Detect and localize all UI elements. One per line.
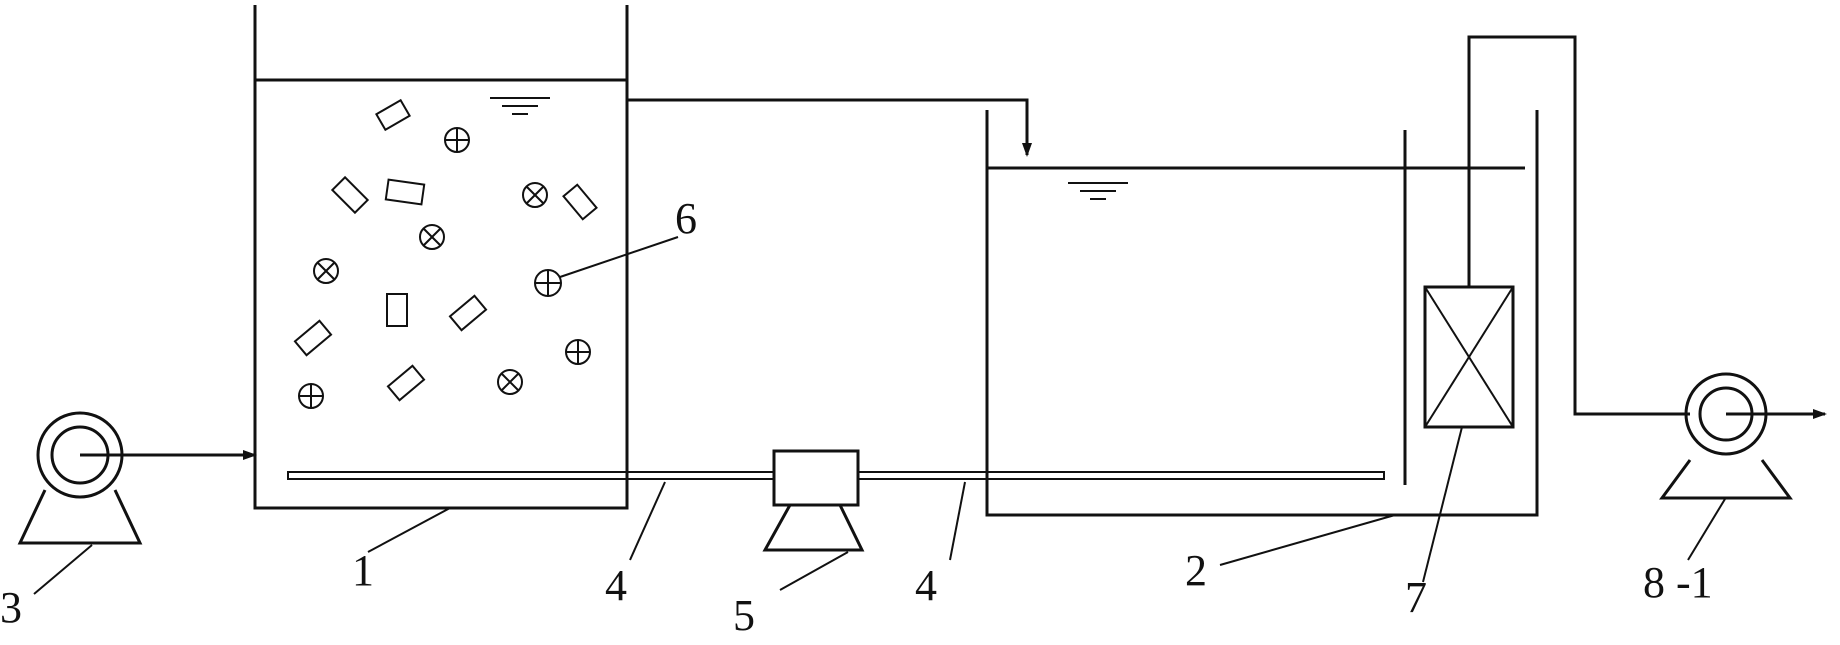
tank-1: [253, 5, 629, 510]
leader-lines: [33, 236, 1726, 595]
label-tank-1: 1: [352, 546, 374, 595]
carrier-media: [293, 98, 598, 402]
blower-5: [762, 449, 865, 552]
labels: 1 2 3 4 4 5 6 7 8 -1: [0, 194, 1713, 640]
tank-2: [985, 110, 1539, 517]
label-membrane-7: 7: [1405, 573, 1427, 622]
media-6-ball: [534, 269, 562, 297]
suspended-media-balls: [298, 127, 591, 409]
aeration-pipe: [287, 471, 1385, 480]
label-media-6: 6: [675, 194, 697, 243]
water-level-symbol-tank-2: [1068, 182, 1128, 200]
transfer-pipe: [627, 98, 1032, 157]
label-blower-5: 5: [733, 591, 755, 640]
label-pipe-4a: 4: [605, 561, 627, 610]
label-tank-2: 2: [1185, 546, 1207, 595]
label-pump-8-1: 8 -1: [1643, 558, 1713, 607]
membrane-module: [1423, 285, 1515, 429]
label-pump-3: 3: [0, 583, 22, 632]
effluent-pipe: [1467, 35, 1690, 416]
water-level-symbol-tank-1: [490, 97, 550, 115]
pump-3: [17, 411, 257, 545]
pump-8-1: [1659, 372, 1827, 500]
label-pipe-4b: 4: [915, 561, 937, 610]
